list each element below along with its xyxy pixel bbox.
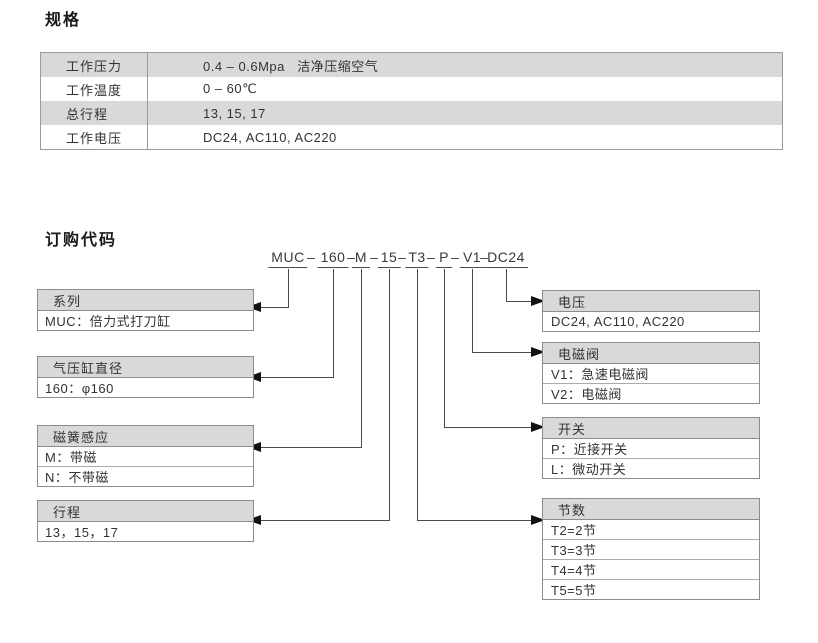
spec-row-value: 13, 15, 17 xyxy=(203,105,266,121)
spec-row-value: 0 – 60℃ xyxy=(203,81,258,96)
order-code-separator: – xyxy=(370,249,378,265)
spec-row-label: 工作压力 xyxy=(41,53,148,77)
option-box-stroke: 行程 13，15，17 xyxy=(37,500,254,542)
option-box-bore: 气压缸直径 160：φ160 xyxy=(37,356,254,398)
arrow-left-icon xyxy=(247,442,261,452)
connector-line xyxy=(506,301,543,302)
option-box-row: V1：急速电磁阀 xyxy=(551,367,649,382)
option-box-valve: 电磁阀 V1：急速电磁阀 V2：电磁阀 xyxy=(542,342,760,404)
order-code-separator: – xyxy=(307,249,315,265)
option-box-header: 系列 xyxy=(38,290,253,311)
connector-line xyxy=(253,520,390,521)
arrow-right-icon xyxy=(531,347,545,357)
option-box-header: 气压缸直径 xyxy=(38,357,253,378)
order-code-segment: MUC xyxy=(268,249,308,268)
connector-line xyxy=(288,269,289,308)
connector-line xyxy=(417,520,543,521)
spec-row-label: 工作温度 xyxy=(41,77,148,101)
option-box-switch: 开关 P：近接开关 L：微动开关 xyxy=(542,417,760,479)
arrow-left-icon xyxy=(247,515,261,525)
connector-line xyxy=(389,269,390,521)
option-box-voltage: 电压 DC24, AC110, AC220 xyxy=(542,290,760,332)
order-code-segment: V1 xyxy=(459,249,485,268)
spec-row-value: 0.4 – 0.6Mpa 洁净压缩空气 xyxy=(203,58,379,74)
connector-line xyxy=(472,269,473,353)
order-code-segment: DC24 xyxy=(484,249,528,268)
order-code-separator: – xyxy=(398,249,406,265)
option-box-row: T4=4节 xyxy=(543,559,759,579)
connector-line xyxy=(472,352,543,353)
order-code-separator: – xyxy=(451,249,459,265)
spec-table: 工作压力 0.4 – 0.6Mpa 洁净压缩空气 工作温度 0 – 60℃ 总行… xyxy=(40,52,783,150)
arrow-right-icon xyxy=(531,422,545,432)
option-box-sections: 节数 T2=2节 T3=3节 T4=4节 T5=5节 xyxy=(542,498,760,600)
option-box-row: T5=5节 xyxy=(543,579,759,599)
order-code-segment: M xyxy=(351,249,371,268)
spec-row: 工作电压 DC24, AC110, AC220 xyxy=(41,125,782,149)
option-box-row: T2=2节 xyxy=(551,523,597,538)
option-box-header: 节数 xyxy=(543,499,759,520)
order-code-separator: – xyxy=(347,249,355,265)
option-box-header: 开关 xyxy=(543,418,759,439)
option-box-header: 行程 xyxy=(38,501,253,522)
order-code-segment: T3 xyxy=(405,249,429,268)
arrow-right-icon xyxy=(531,515,545,525)
spec-row-label: 总行程 xyxy=(41,101,148,125)
spec-row: 总行程 13, 15, 17 xyxy=(41,101,782,125)
order-section-title: 订购代码 xyxy=(45,232,118,249)
order-code-segment: 160 xyxy=(317,249,349,268)
option-box-header: 电压 xyxy=(543,291,759,312)
option-box-row: T3=3节 xyxy=(543,539,759,559)
spec-row-value: DC24, AC110, AC220 xyxy=(203,129,337,145)
option-box-series: 系列 MUC：倍力式打刀缸 xyxy=(37,289,254,331)
connector-line xyxy=(253,307,289,308)
connector-line xyxy=(444,427,543,428)
connector-line xyxy=(417,269,418,521)
arrow-right-icon xyxy=(531,296,545,306)
arrow-left-icon xyxy=(247,372,261,382)
option-box-row: P：近接开关 xyxy=(551,442,628,457)
order-code-separator: – xyxy=(480,249,488,265)
spec-row: 工作温度 0 – 60℃ xyxy=(41,77,782,101)
spec-row: 工作压力 0.4 – 0.6Mpa 洁净压缩空气 xyxy=(41,53,782,77)
option-box-row: L：微动开关 xyxy=(543,458,759,478)
option-box-row: V2：电磁阀 xyxy=(543,383,759,403)
connector-line xyxy=(333,269,334,378)
connector-line xyxy=(253,377,334,378)
spec-row-label: 工作电压 xyxy=(41,125,148,149)
option-box-header: 磁簧感应 xyxy=(38,426,253,447)
option-box-row: N：不带磁 xyxy=(38,466,253,486)
connector-line xyxy=(361,269,362,448)
option-box-row: 160：φ160 xyxy=(45,381,114,396)
option-box-header: 电磁阀 xyxy=(543,343,759,364)
order-code-separator: – xyxy=(427,249,435,265)
connector-line xyxy=(253,447,362,448)
option-box-row: MUC：倍力式打刀缸 xyxy=(45,314,171,329)
option-box-row: M：带磁 xyxy=(45,450,97,465)
option-box-row: 13，15，17 xyxy=(45,525,119,540)
option-box-row: DC24, AC110, AC220 xyxy=(551,314,685,329)
connector-line xyxy=(506,269,507,302)
spec-section-title: 规格 xyxy=(45,12,82,29)
connector-line xyxy=(444,269,445,428)
arrow-left-icon xyxy=(247,302,261,312)
order-code-segment: 15 xyxy=(377,249,401,268)
order-code-segment: P xyxy=(436,249,452,268)
option-box-magnet: 磁簧感应 M：带磁 N：不带磁 xyxy=(37,425,254,487)
